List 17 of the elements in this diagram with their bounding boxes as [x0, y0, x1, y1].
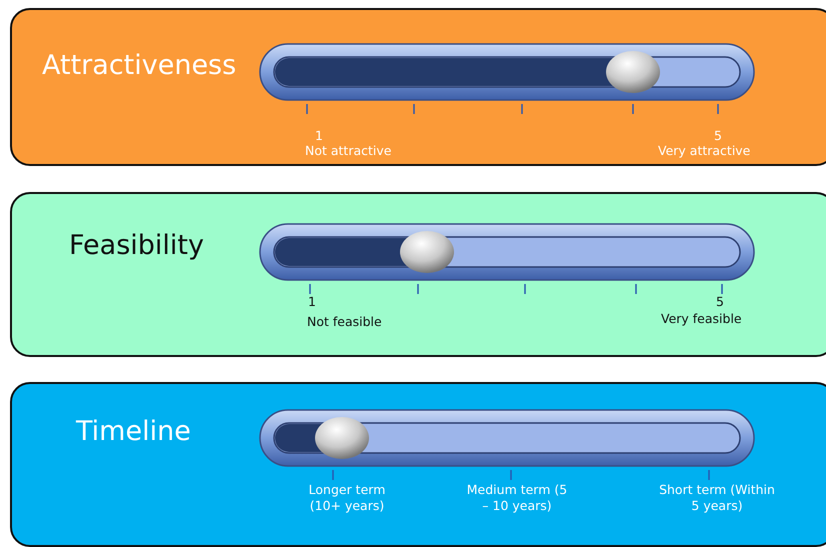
scale-label: 1: [308, 294, 317, 310]
scale-label: Not attractive: [305, 143, 392, 159]
scale-label: Very feasible: [661, 311, 743, 327]
scale-label: 1: [315, 128, 324, 144]
panel: [10, 192, 826, 357]
scale-label: 5: [714, 128, 723, 144]
panel-title: Feasibility: [69, 230, 204, 261]
scale-label: 5: [716, 294, 725, 310]
scale-label: Short term (Within 5 years): [658, 482, 776, 514]
panel-title: Timeline: [76, 416, 191, 447]
scale-label: Medium term (5 – 10 years): [466, 482, 568, 514]
panel: [10, 8, 826, 166]
panel-title: Attractiveness: [42, 50, 236, 81]
scale-label: Not feasible: [307, 314, 383, 330]
panel: [10, 382, 826, 547]
scale-label: Longer term (10+ years): [308, 482, 386, 514]
scale-label: Very attractive: [658, 143, 752, 159]
